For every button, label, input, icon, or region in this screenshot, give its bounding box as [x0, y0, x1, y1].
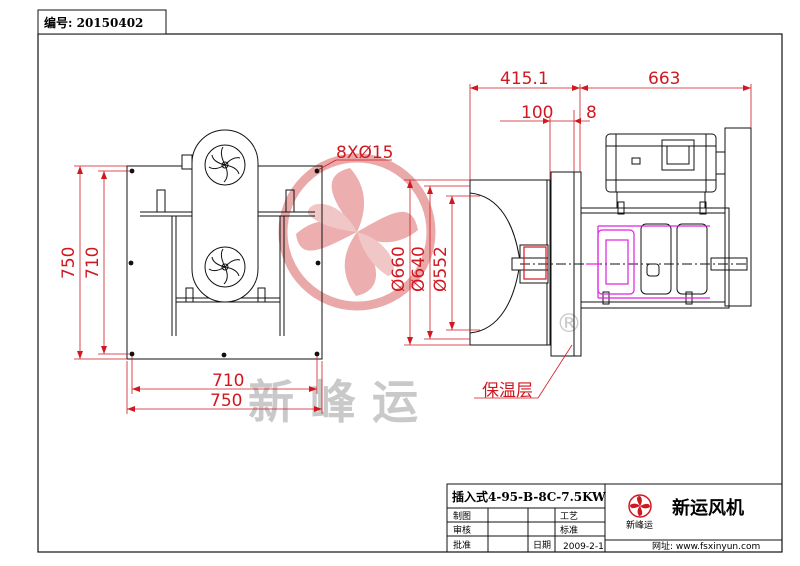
- company-website: 网址: www.fsxinyun.com: [652, 540, 760, 552]
- motor-body: [605, 133, 717, 193]
- dim-dia-640: Ø640: [409, 246, 429, 292]
- dim-outer-height: 750: [59, 247, 79, 279]
- dim-dia-660: Ø660: [389, 246, 409, 292]
- row3-left: 批准: [453, 539, 471, 551]
- insulation-label: 保温层: [482, 381, 533, 401]
- dim-inner-height: 710: [83, 247, 103, 279]
- side-view: [469, 127, 752, 357]
- front-dimensions: [74, 159, 392, 414]
- dim-top-total: 415.1: [500, 69, 549, 89]
- logo-caption: 新峰运: [626, 519, 653, 531]
- registered-mark: ®: [556, 309, 582, 339]
- dim-top-right: 663: [648, 69, 680, 89]
- dim-offset-8: 8: [586, 103, 597, 123]
- model-name: 插入式4-95-B-8C-7.5KW: [452, 489, 606, 504]
- row1-mid: 工艺: [560, 511, 578, 522]
- impeller-upper-icon: [204, 144, 246, 186]
- impeller-lower-icon: [204, 246, 246, 288]
- drawing-number-box: [37, 9, 167, 35]
- sheet-border: [37, 33, 783, 553]
- side-dim-arrows: [407, 85, 751, 345]
- watermark-text: 新 峰 运: [248, 375, 418, 429]
- company-logo-icon: [628, 494, 652, 518]
- front-dim-arrows: [77, 166, 322, 412]
- row1-left: 制图: [453, 510, 471, 522]
- dim-outer-width: 750: [210, 391, 242, 411]
- row2-left: 审核: [453, 524, 471, 536]
- drawing-number: 编号: 20150402: [43, 15, 143, 30]
- company-name: 新运风机: [672, 497, 744, 519]
- row3-mid: 日期: [533, 540, 551, 551]
- row2-mid: 标准: [560, 524, 578, 536]
- dim-holes: 8XØ15: [336, 143, 393, 163]
- coupling-outline: [586, 225, 710, 299]
- dim-inner-width: 710: [212, 371, 244, 391]
- title-block: [446, 483, 783, 553]
- dim-dia-552: Ø552: [431, 246, 451, 292]
- fan-casing: [191, 129, 259, 303]
- front-view: [126, 129, 323, 360]
- hub-insulation: [523, 246, 547, 280]
- dim-offset-100: 100: [521, 103, 553, 123]
- side-dimensions: [404, 84, 752, 399]
- watermark-logo: [278, 153, 436, 311]
- drawing-date: 2009-2-1: [563, 542, 604, 552]
